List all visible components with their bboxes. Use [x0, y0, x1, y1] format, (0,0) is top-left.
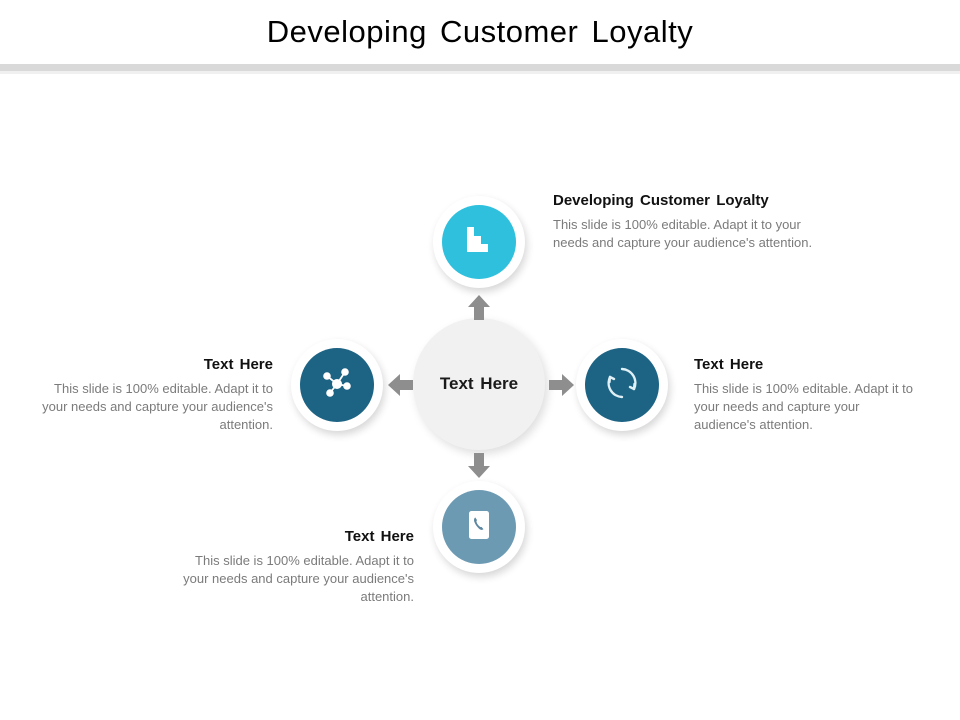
node-circle-bottom[interactable] [433, 481, 525, 573]
text-block-left-heading: Text Here [203, 356, 273, 373]
text-block-right-heading: Text Here [694, 356, 764, 373]
arrow-left-icon [386, 370, 416, 400]
title-divider [0, 64, 960, 71]
network-nodes-icon [319, 365, 355, 406]
text-block-right: Text Here This slide is 100% editable. A… [694, 356, 919, 434]
text-block-left-body: This slide is 100% editable. Adapt it to… [42, 381, 273, 432]
page-title: Developing Customer Loyalty [266, 14, 694, 49]
stairs-icon [462, 223, 496, 262]
text-block-bottom: Text Here This slide is 100% editable. A… [178, 528, 414, 606]
node-circle-right[interactable] [576, 339, 668, 431]
center-hub[interactable]: Text Here [413, 318, 545, 450]
arrow-up-icon [464, 292, 494, 322]
text-block-top-body: This slide is 100% editable. Adapt it to… [553, 217, 813, 250]
text-block-top-heading: Developing Customer Loyalty [553, 192, 769, 209]
arrow-down-icon [464, 450, 494, 480]
node-circle-top[interactable] [433, 196, 525, 288]
text-block-right-body: This slide is 100% editable. Adapt it to… [694, 381, 913, 432]
phone-icon [462, 508, 496, 547]
title-divider-shadow [0, 71, 960, 74]
arrow-right-icon [546, 370, 576, 400]
text-block-bottom-body: This slide is 100% editable. Adapt it to… [183, 553, 414, 604]
center-hub-label: Text Here [439, 374, 519, 393]
text-block-bottom-heading: Text Here [344, 528, 414, 545]
node-circle-left[interactable] [291, 339, 383, 431]
text-block-left: Text Here This slide is 100% editable. A… [38, 356, 273, 434]
refresh-cycle-icon [604, 365, 640, 406]
text-block-top: Developing Customer Loyalty This slide i… [553, 192, 823, 252]
